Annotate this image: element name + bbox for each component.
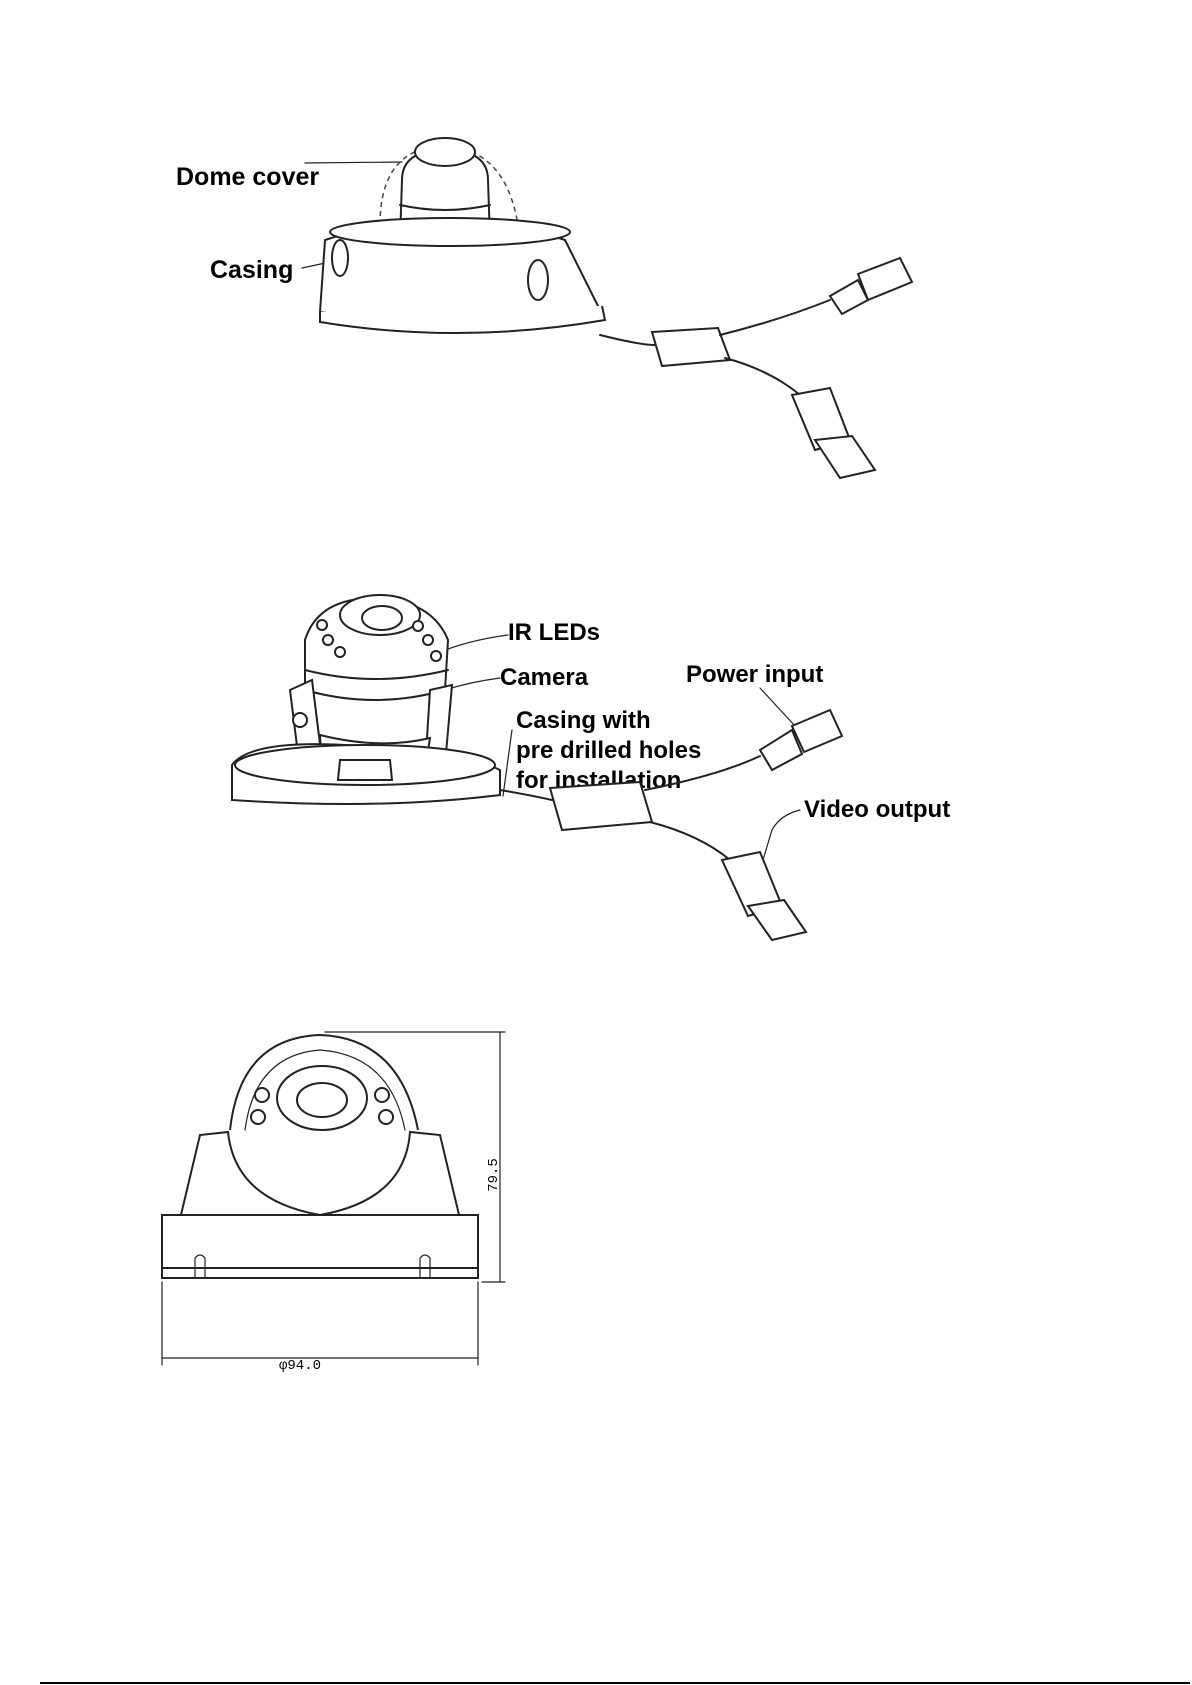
leader-ir-leds xyxy=(440,635,508,652)
figure-opened-camera: IR LEDs Camera Power input Casing with p… xyxy=(0,560,1192,980)
cable-power xyxy=(720,300,830,335)
leader-camera xyxy=(445,678,500,690)
leader-video-output xyxy=(760,810,800,870)
label-camera: Camera xyxy=(500,664,589,691)
footer-rule xyxy=(40,1682,1190,1684)
label-casing-line2: pre drilled holes xyxy=(516,737,701,764)
figure-dimension-drawing: 79.5 φ94.0 xyxy=(0,1020,1192,1380)
camera-lens xyxy=(362,606,402,630)
figure-assembled-camera: Dome cover Casing xyxy=(0,0,1192,500)
label-casing: Casing xyxy=(210,256,293,284)
casing-hole-left xyxy=(332,240,348,276)
dimension-height: 79.5 xyxy=(486,1158,502,1192)
cable-splitter xyxy=(652,328,730,366)
label-dome-cover: Dome cover xyxy=(176,163,319,191)
casing-hole-right xyxy=(528,260,548,300)
camera-lens xyxy=(415,138,475,166)
label-ir-leds: IR LEDs xyxy=(508,619,600,646)
label-video-output: Video output xyxy=(804,796,950,823)
cable-splitter xyxy=(550,782,652,830)
cable-video xyxy=(650,822,730,860)
leader-dome-cover xyxy=(305,162,402,163)
label-casing-line1: Casing with xyxy=(516,707,651,734)
dimension-diameter: φ94.0 xyxy=(279,1358,321,1374)
lens xyxy=(297,1083,347,1117)
cable-video xyxy=(725,358,800,395)
label-power-input: Power input xyxy=(686,661,823,688)
leader-casing xyxy=(503,730,512,796)
cable-main xyxy=(600,335,655,345)
